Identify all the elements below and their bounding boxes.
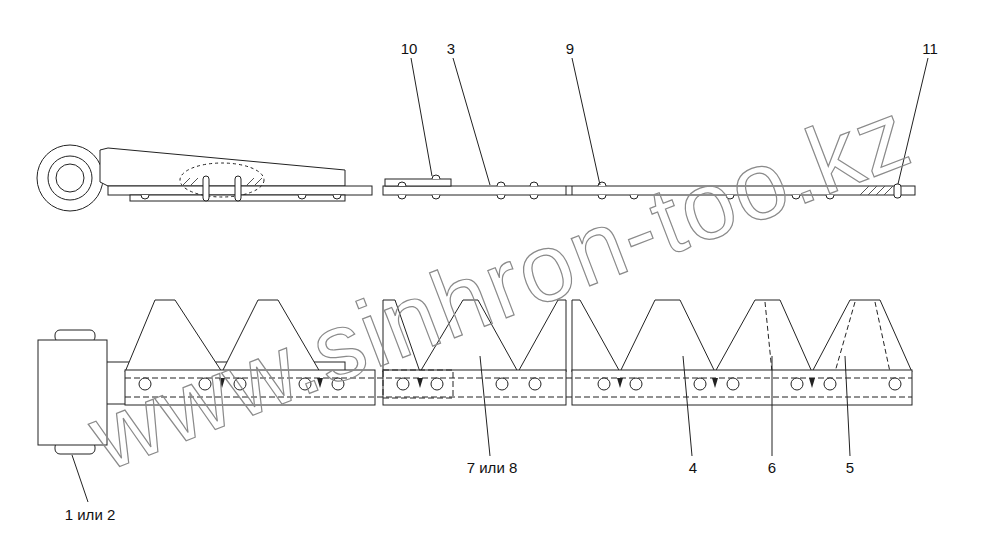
callout-number: 4 (689, 460, 697, 475)
callout-number: 9 (566, 41, 574, 56)
callout-number: 1 или 2 (65, 507, 116, 522)
callout-number: 6 (768, 460, 776, 475)
callout-number: 5 (846, 460, 854, 475)
callout-number: 3 (447, 41, 455, 56)
callout-number: 10 (401, 41, 418, 56)
callout-number: 7 или 8 (467, 460, 518, 475)
leader-lines (72, 58, 928, 502)
callout-number: 11 (922, 41, 938, 56)
watermark: www.sinhron-too.kz (77, 85, 922, 486)
